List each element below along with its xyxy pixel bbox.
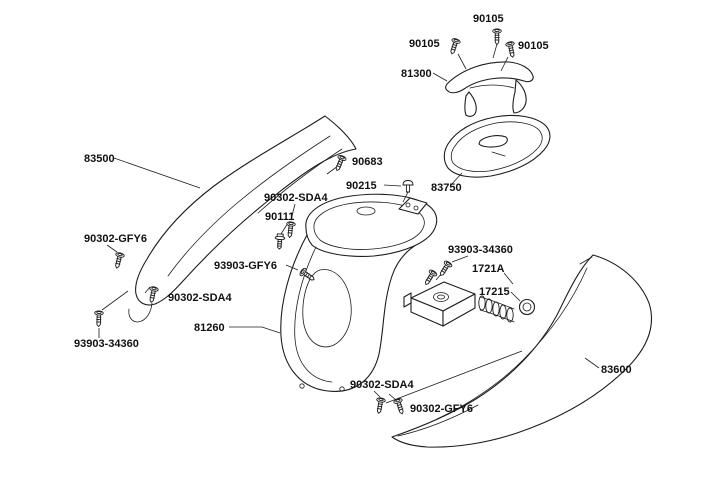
- part-label-17215: 17215: [479, 286, 510, 298]
- screw-90302-gfy6-icon: [112, 251, 126, 270]
- part-label-90302-gfy6-bottom: 90302-GFY6: [410, 403, 473, 415]
- grommet-90215-icon: [402, 180, 414, 193]
- leader-lines: [98, 43, 600, 404]
- screw-93903-34360-icon: [93, 310, 104, 328]
- screw-90683-icon: [332, 153, 348, 173]
- part-label-83750: 83750: [431, 182, 462, 194]
- part-label-81300: 81300: [401, 68, 432, 80]
- part-label-90302-sda4-midleft: 90302-SDA4: [168, 292, 232, 304]
- part-81300-rear-carrier: [445, 61, 534, 117]
- part-label-93903-34360-left: 93903-34360: [74, 338, 139, 350]
- part-label-90302-sda4-upper: 90302-SDA4: [264, 192, 328, 204]
- screw-90302-sda4-icon: [284, 221, 296, 239]
- bolt-90111-icon: [273, 233, 286, 250]
- part-label-81260: 81260: [194, 322, 225, 334]
- part-label-90683: 90683: [352, 156, 383, 168]
- screw-90105-icon: [504, 40, 518, 59]
- screw-93903-34360-icon: [436, 259, 454, 279]
- part-label-90111: 90111: [265, 211, 294, 223]
- part-83600-right-rear-cover: [391, 254, 653, 448]
- screw-90302-gfy6-icon: [392, 397, 407, 416]
- part-label-93903-34360-right: 93903-34360: [448, 244, 513, 256]
- part-83500-left-rear-cover: [128, 115, 357, 323]
- part-label-83600: 83600: [601, 364, 632, 376]
- part-label-93903-gfy6: 93903-GFY6: [214, 260, 277, 272]
- screw-93903-34360-icon: [421, 268, 439, 288]
- part-label-90302-sda4-bottom: 90302-SDA4: [350, 379, 414, 391]
- part-1721a-air-duct: [403, 281, 476, 327]
- part-label-90105-upper-left: 90105: [409, 38, 440, 50]
- part-label-83500: 83500: [84, 153, 115, 165]
- part-83750-rear-center-cover: [443, 114, 551, 178]
- part-label-90302-gfy6-left: 90302-GFY6: [84, 233, 147, 245]
- part-label-1721a: 1721A: [472, 263, 504, 275]
- part-labels: 90105 90105 90105 81300 83500 90683 9021…: [74, 13, 632, 415]
- part-label-90215: 90215: [346, 180, 377, 192]
- screw-90302-sda4-icon: [373, 396, 387, 415]
- screw-90105-icon: [492, 28, 502, 45]
- screw-90105-icon: [447, 37, 462, 56]
- part-label-90105-upper-right: 90105: [518, 40, 549, 52]
- part-17215-duct-tube: [478, 295, 536, 323]
- part-label-90105-top: 90105: [473, 13, 504, 25]
- part-81260-luggage-box: [280, 193, 438, 392]
